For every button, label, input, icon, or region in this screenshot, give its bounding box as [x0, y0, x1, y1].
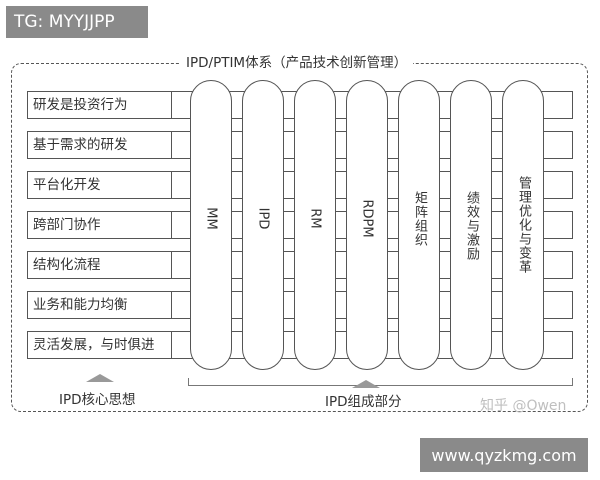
pillar-label: 管理优化与变革	[516, 176, 531, 274]
core-item: 灵活发展，与时俱进	[27, 331, 172, 359]
parts-caption: IPD组成部分	[325, 394, 402, 410]
core-item: 平台化开发	[27, 171, 172, 199]
core-marker-icon	[86, 374, 114, 382]
core-item: 结构化流程	[27, 251, 172, 279]
author-credit: 知乎 @Owen	[480, 398, 567, 414]
frame-title: IPD/PTIM体系（产品技术创新管理）	[180, 53, 414, 73]
pillar-label: RM	[307, 208, 323, 229]
parts-bracket	[188, 378, 573, 386]
core-item: 研发是投资行为	[27, 91, 172, 119]
pillar-label: MM	[203, 207, 219, 230]
core-item: 跨部门协作	[27, 211, 172, 239]
pillar-performance: 绩效与激励	[450, 80, 492, 370]
parts-marker-icon	[352, 380, 380, 388]
core-caption: IPD核心思想	[59, 392, 136, 408]
watermark-top: TG: MYYJJPP	[6, 6, 148, 38]
pillar-mm: MM	[190, 80, 232, 370]
pillar-label: RDPM	[359, 199, 375, 238]
core-item: 基于需求的研发	[27, 131, 172, 159]
core-item: 业务和能力均衡	[27, 291, 172, 319]
pillar-label: 矩阵组织	[412, 191, 427, 247]
pillar-rdpm: RDPM	[346, 80, 388, 370]
watermark-bottom: www.qyzkmg.com	[420, 438, 588, 472]
pillar-rm: RM	[294, 80, 336, 370]
pillar-ipd: IPD	[242, 80, 284, 370]
pillar-matrix-org: 矩阵组织	[398, 80, 440, 370]
pillar-management: 管理优化与变革	[502, 80, 544, 370]
pillar-label: IPD	[255, 207, 271, 230]
pillar-label: 绩效与激励	[464, 191, 479, 261]
